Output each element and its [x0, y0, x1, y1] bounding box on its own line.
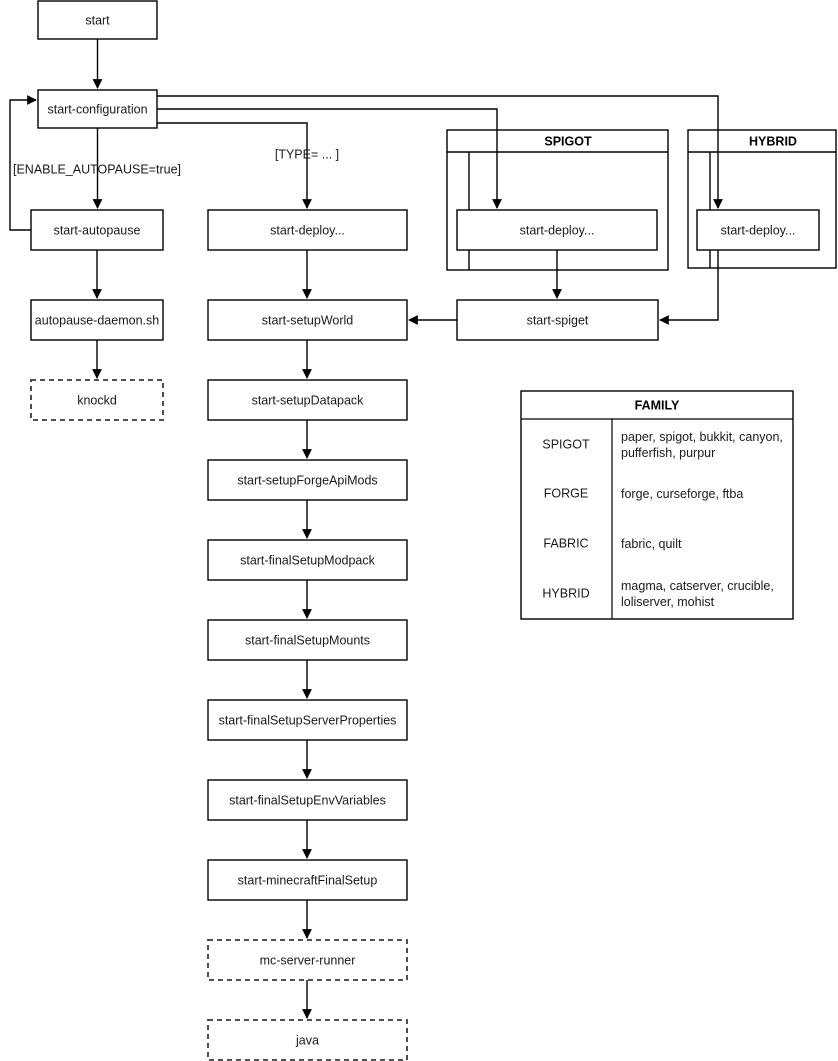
node-start-minecraft-final-setup[interactable]: start-minecraftFinalSetup: [207, 859, 408, 901]
node-autopause-daemon-box[interactable]: [30, 299, 164, 341]
family-row-value-line: pufferfish, purpur: [621, 446, 715, 460]
node-start-deploy-hybrid-label: start-deploy...: [721, 223, 796, 237]
node-knockd[interactable]: knockd: [30, 379, 164, 421]
node-start-minecraft-final-setup-box[interactable]: [207, 859, 408, 901]
node-start[interactable]: start: [37, 0, 158, 40]
family-row-value-line: paper, spigot, bukkit, canyon,: [621, 430, 783, 444]
node-start-deploy-hybrid[interactable]: start-deploy...: [696, 209, 820, 251]
family-table-row: HYBRID magma, catserver, crucible, lolis…: [542, 579, 773, 609]
node-start-deploy-main-label: start-deploy...: [270, 223, 345, 237]
node-start-box[interactable]: [37, 0, 158, 40]
family-table-row: SPIGOT paper, spigot, bukkit, canyon, pu…: [542, 430, 783, 460]
node-start-deploy-spigot-label: start-deploy...: [520, 223, 595, 237]
edge-configuration-to-deploy-main: [157, 122, 312, 209]
edge-hybrid-deploy-to-spiget: [659, 250, 719, 325]
node-start-setup-forge-api-mods-box[interactable]: [207, 459, 408, 501]
node-start-setup-forge-api-mods-label: start-setupForgeApiMods: [237, 473, 377, 487]
node-java[interactable]: java: [207, 1019, 408, 1061]
edge-label-type-selector: [TYPE= ... ]: [275, 147, 339, 161]
node-knockd-label: knockd: [77, 393, 117, 407]
node-start-spiget-box[interactable]: [456, 299, 659, 341]
node-mc-server-runner-box[interactable]: [207, 939, 408, 981]
lane-spigot: SPIGOT: [446, 129, 669, 271]
node-start-spiget[interactable]: start-spiget: [456, 299, 659, 341]
node-start-configuration-label: start-configuration: [47, 102, 147, 116]
family-table: FAMILY SPIGOT paper, spigot, bukkit, can…: [520, 390, 794, 620]
node-autopause-daemon[interactable]: autopause-daemon.sh: [30, 299, 164, 341]
node-start-setup-world[interactable]: start-setupWorld: [207, 299, 408, 341]
node-start-setup-world-label: start-setupWorld: [262, 313, 354, 327]
node-start-final-setup-mounts[interactable]: start-finalSetupMounts: [207, 619, 408, 661]
family-row-value-line: loliserver, mohist: [621, 595, 715, 609]
edge-label-enable-autopause: [ENABLE_AUTOPAUSE=true]: [13, 162, 181, 176]
node-start-deploy-spigot-box[interactable]: [456, 209, 658, 251]
node-start-final-setup-server-properties[interactable]: start-finalSetupServerProperties: [207, 699, 408, 741]
node-start-final-setup-mounts-label: start-finalSetupMounts: [245, 633, 370, 647]
family-table-title: FAMILY: [635, 398, 680, 412]
edge-autopause-loopback-to-configuration: [9, 95, 37, 231]
node-java-box[interactable]: [207, 1019, 408, 1061]
family-row-value-line: fabric, quilt: [621, 537, 682, 551]
node-start-setup-datapack-box[interactable]: [207, 379, 408, 421]
node-start-deploy-main-box[interactable]: [207, 209, 408, 251]
node-start-final-setup-mounts-box[interactable]: [207, 619, 408, 661]
lane-spigot-border: [446, 129, 669, 271]
node-knockd-box[interactable]: [30, 379, 164, 421]
family-row-key: SPIGOT: [542, 437, 590, 451]
node-start-autopause[interactable]: start-autopause: [30, 209, 164, 251]
node-start-label: start: [85, 13, 110, 27]
node-start-final-setup-modpack[interactable]: start-finalSetupModpack: [207, 539, 408, 581]
family-table-row: FORGE forge, curseforge, ftba: [544, 486, 744, 501]
edge-configuration-to-spigot-deploy: [157, 108, 502, 209]
node-start-final-setup-server-properties-box[interactable]: [207, 699, 408, 741]
node-start-configuration-box[interactable]: [37, 89, 158, 129]
family-table-row: FABRIC fabric, quilt: [543, 536, 682, 551]
node-start-autopause-box[interactable]: [30, 209, 164, 251]
family-row-key: FORGE: [544, 486, 588, 500]
node-java-label: java: [295, 1033, 319, 1047]
node-start-setup-datapack-label: start-setupDatapack: [252, 393, 365, 407]
node-start-final-setup-modpack-label: start-finalSetupModpack: [240, 553, 376, 567]
node-start-final-setup-env-variables[interactable]: start-finalSetupEnvVariables: [207, 779, 408, 821]
node-start-final-setup-env-variables-label: start-finalSetupEnvVariables: [229, 793, 386, 807]
node-start-setup-world-box[interactable]: [207, 299, 408, 341]
node-start-setup-forge-api-mods[interactable]: start-setupForgeApiMods: [207, 459, 408, 501]
family-row-key: FABRIC: [543, 536, 588, 550]
lane-hybrid-title: HYBRID: [749, 134, 797, 148]
node-start-setup-datapack[interactable]: start-setupDatapack: [207, 379, 408, 421]
family-row-value-line: forge, curseforge, ftba: [621, 487, 743, 501]
node-start-spiget-label: start-spiget: [527, 313, 589, 327]
family-row-key: HYBRID: [542, 586, 589, 600]
node-start-deploy-spigot[interactable]: start-deploy...: [456, 209, 658, 251]
node-start-configuration[interactable]: start-configuration: [37, 89, 158, 129]
node-start-deploy-main[interactable]: start-deploy...: [207, 209, 408, 251]
lane-spigot-title: SPIGOT: [544, 134, 592, 148]
node-mc-server-runner[interactable]: mc-server-runner: [207, 939, 408, 981]
node-start-final-setup-server-properties-label: start-finalSetupServerProperties: [219, 713, 397, 727]
node-start-final-setup-modpack-box[interactable]: [207, 539, 408, 581]
family-row-value-line: magma, catserver, crucible,: [621, 579, 774, 593]
lane-hybrid-border: [687, 129, 837, 269]
node-mc-server-runner-label: mc-server-runner: [260, 953, 356, 967]
node-start-minecraft-final-setup-label: start-minecraftFinalSetup: [238, 873, 378, 887]
edges-layer: [9, 39, 723, 1019]
node-autopause-daemon-label: autopause-daemon.sh: [35, 313, 159, 327]
node-start-autopause-label: start-autopause: [54, 223, 141, 237]
node-start-deploy-hybrid-box[interactable]: [696, 209, 820, 251]
family-table-border: [520, 390, 794, 620]
edge-configuration-to-hybrid-deploy: [157, 95, 723, 209]
node-start-final-setup-env-variables-box[interactable]: [207, 779, 408, 821]
